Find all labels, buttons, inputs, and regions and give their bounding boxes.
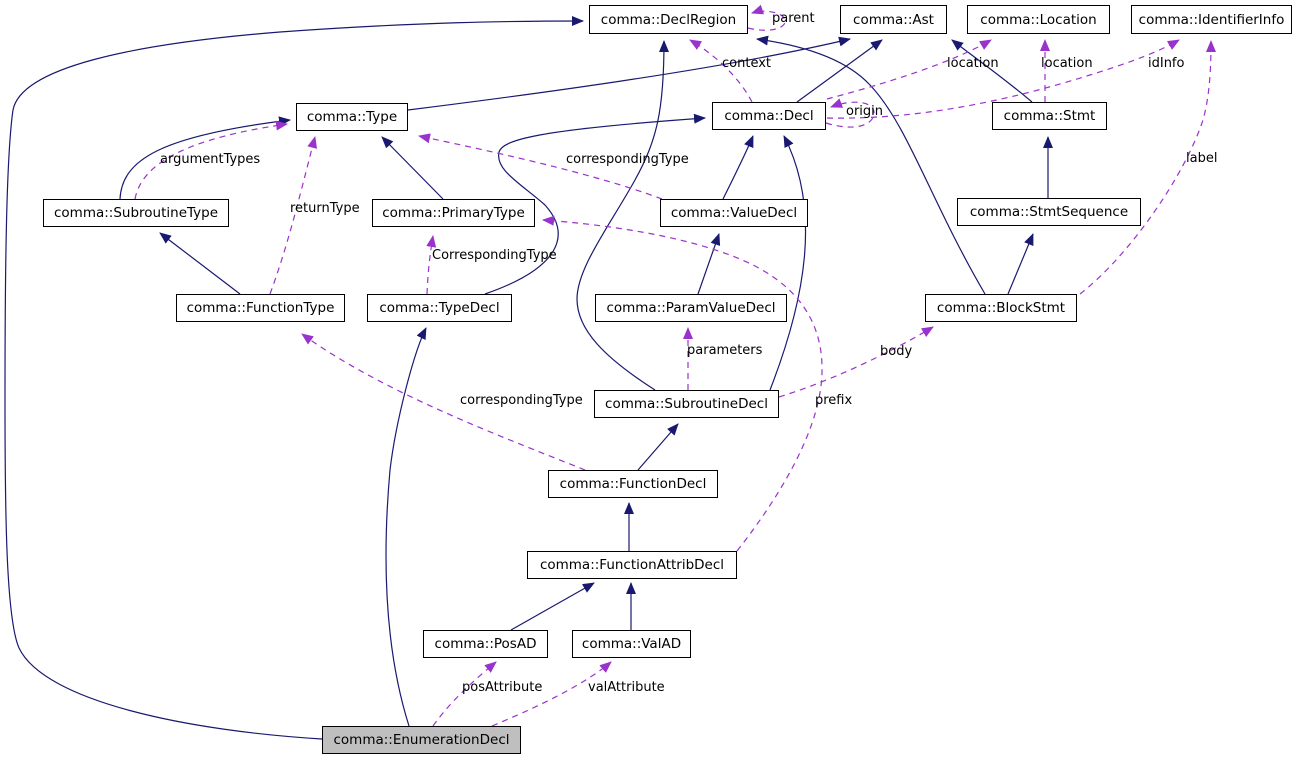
edge-TypeDecl-to-PrimaryType bbox=[426, 235, 437, 295]
edge-BlockStmt-to-StmtSequence bbox=[1007, 233, 1034, 295]
class-node-Ast[interactable]: comma::Ast bbox=[840, 5, 947, 34]
edge-Decl-to-Decl bbox=[825, 98, 875, 128]
class-node-BlockStmt[interactable]: comma::BlockStmt bbox=[925, 294, 1077, 322]
edge-EnumerationDecl-to-ValAD bbox=[491, 661, 612, 727]
edge-SubroutineDecl-to-Decl bbox=[769, 135, 807, 391]
class-node-SubroutineType[interactable]: comma::SubroutineType bbox=[43, 199, 229, 227]
edge-Decl-to-Location bbox=[826, 39, 992, 100]
class-node-SubroutineDecl[interactable]: comma::SubroutineDecl bbox=[594, 390, 779, 418]
class-node-EnumerationDecl[interactable]: comma::EnumerationDecl bbox=[322, 726, 521, 754]
edge-SubroutineDecl-to-DeclRegion bbox=[576, 40, 669, 391]
edge-Decl-to-Ast bbox=[796, 39, 883, 103]
edge-Type-to-Ast bbox=[407, 36, 851, 111]
class-node-StmtSequence[interactable]: comma::StmtSequence bbox=[957, 198, 1141, 226]
edge-Stmt-to-Ast bbox=[951, 39, 1033, 103]
class-node-FunctionType[interactable]: comma::FunctionType bbox=[176, 294, 345, 322]
edge-SubroutineType-to-Type bbox=[134, 120, 288, 200]
edge-SubroutineDecl-to-BlockStmt bbox=[778, 326, 934, 398]
edge-FunctionDecl-to-FunctionType bbox=[301, 333, 586, 471]
class-node-ParamValueDecl[interactable]: comma::ParamValueDecl bbox=[595, 294, 787, 322]
edge-FunctionDecl-to-SubroutineDecl bbox=[637, 423, 679, 471]
edge-BlockStmt-to-DeclRegion bbox=[756, 35, 986, 295]
class-node-PrimaryType[interactable]: comma::PrimaryType bbox=[372, 199, 535, 227]
edge-ValueDecl-to-Decl bbox=[722, 135, 754, 200]
edge-EnumerationDecl-to-PosAD bbox=[432, 661, 497, 727]
edge-FunctionType-to-Type bbox=[269, 136, 317, 295]
class-node-IdentifierInfo[interactable]: comma::IdentifierInfo bbox=[1131, 5, 1292, 34]
class-node-DeclRegion[interactable]: comma::DeclRegion bbox=[589, 5, 748, 34]
edge-DeclRegion-to-DeclRegion bbox=[747, 4, 786, 31]
edge-PosAD-to-FunctionAttribDecl bbox=[510, 582, 595, 631]
class-node-ValueDecl[interactable]: comma::ValueDecl bbox=[660, 199, 808, 227]
class-node-PosAD[interactable]: comma::PosAD bbox=[423, 630, 548, 658]
edge-PrimaryType-to-Type bbox=[381, 136, 444, 200]
class-node-Location[interactable]: comma::Location bbox=[967, 5, 1110, 34]
edge-FunctionAttribDecl-to-PrimaryType bbox=[542, 215, 823, 552]
edge-TypeDecl-to-Decl bbox=[484, 113, 706, 295]
class-node-FunctionAttribDecl[interactable]: comma::FunctionAttribDecl bbox=[527, 551, 737, 579]
edge-EnumerationDecl-to-TypeDecl bbox=[385, 327, 427, 727]
edge-FunctionType-to-SubroutineType bbox=[159, 232, 241, 295]
class-node-Stmt[interactable]: comma::Stmt bbox=[992, 102, 1107, 130]
class-node-Type[interactable]: comma::Type bbox=[296, 103, 408, 131]
class-node-TypeDecl[interactable]: comma::TypeDecl bbox=[367, 294, 512, 322]
edge-EnumerationDecl-to-DeclRegion bbox=[4, 16, 584, 740]
class-node-FunctionDecl[interactable]: comma::FunctionDecl bbox=[548, 470, 718, 498]
edge-Decl-to-DeclRegion bbox=[689, 39, 753, 103]
edge-BlockStmt-to-IdentifierInfo bbox=[1079, 40, 1216, 295]
class-node-ValAD[interactable]: comma::ValAD bbox=[572, 630, 691, 658]
edge-ValueDecl-to-Type bbox=[418, 133, 663, 200]
class-node-Decl[interactable]: comma::Decl bbox=[712, 102, 826, 130]
edge-SubroutineType-to-Type bbox=[119, 116, 291, 200]
edge-Decl-to-IdentifierInfo bbox=[826, 39, 1180, 119]
edge-ParamValueDecl-to-ValueDecl bbox=[697, 233, 721, 295]
